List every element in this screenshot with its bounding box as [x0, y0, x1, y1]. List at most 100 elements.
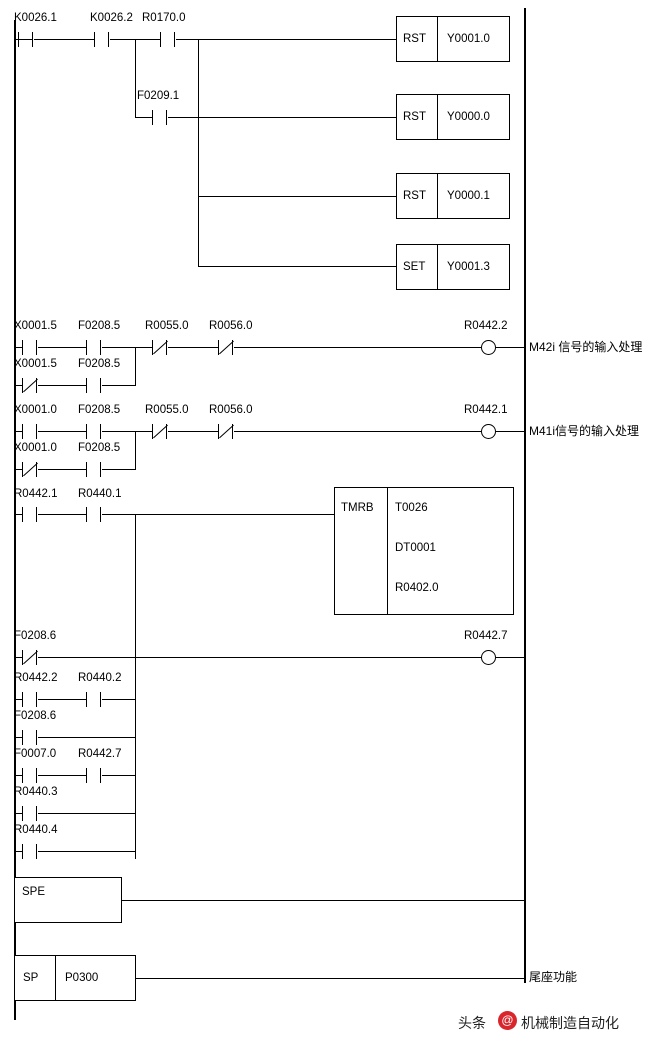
coil-r0442-7[interactable]: [481, 650, 496, 665]
instruction-box-rst-y0000-1[interactable]: RST Y0000.1: [396, 173, 510, 219]
contact-label-f0208-6-a: F0208.6: [14, 630, 57, 642]
function-block-param-r0402-0: R0402.0: [395, 582, 439, 594]
rung1-wire-to-rst3: [198, 196, 396, 197]
instruction-box-rst-y0001-0[interactable]: RST Y0001.0: [396, 16, 510, 62]
contact-label-r0440-3: R0440.3: [14, 786, 58, 798]
contact-f0208-5-b: [86, 378, 102, 393]
rung5-branch1-wire-a: [14, 699, 22, 700]
rung5-branch4-wire-a: [14, 813, 22, 814]
contact-r0056-0-b: [218, 424, 234, 439]
instruction-operand-p0300: P0300: [65, 972, 99, 984]
coil-r0442-2[interactable]: [481, 340, 496, 355]
coil-r0442-1[interactable]: [481, 424, 496, 439]
contact-f0208-6-b: [22, 730, 38, 745]
rung3-wire-e: [234, 431, 481, 432]
contact-f0007-0: [22, 768, 38, 783]
rung1-wire-b: [34, 39, 94, 40]
instruction-box-spe[interactable]: SPE: [14, 877, 122, 923]
contact-label-r0056-0-a: R0056.0: [209, 320, 253, 332]
contact-label-k0026-1: K0026.1: [14, 12, 57, 24]
watermark-brand: 头条: [458, 1015, 486, 1031]
rung2-branch-wire-b: [38, 385, 86, 386]
instruction-op-spe: SPE: [22, 886, 46, 898]
rung3-branch-left-v: [14, 431, 15, 470]
rung4-wire-c: [102, 514, 334, 515]
contact-x0001-5-b: [22, 378, 38, 393]
contact-label-x0001-0-a: X0001.0: [14, 404, 57, 416]
rung5-wire-c: [496, 657, 524, 658]
instruction-box-rst-y0000-0[interactable]: RST Y0000.0: [396, 94, 510, 140]
right-power-rail: [524, 8, 526, 983]
rung5-wire-b: [38, 657, 481, 658]
contact-label-f0208-5-b: F0208.5: [78, 358, 121, 370]
rung5-left-feed: [14, 514, 15, 859]
watermark-source: 机械制造自动化: [521, 1015, 619, 1031]
rung2-wire-e: [234, 347, 481, 348]
rung1-wire-to-set: [198, 266, 396, 267]
instruction-operand-y0000-0: Y0000.0: [447, 111, 490, 123]
instruction-operand-y0000-1: Y0000.1: [447, 190, 490, 202]
instruction-op-set: SET: [403, 261, 426, 273]
rung4-wire-b: [38, 514, 86, 515]
rung3-wire-f: [496, 431, 524, 432]
rung5-branch2-wire-b: [38, 737, 136, 738]
instruction-box-set-y0001-3[interactable]: SET Y0001.3: [396, 244, 510, 290]
contact-label-x0001-5-b: X0001.5: [14, 358, 57, 370]
contact-r0440-3: [22, 806, 38, 821]
contact-label-r0442-2: R0442.2: [14, 672, 58, 684]
rung2-wire-a: [14, 347, 22, 348]
rung5-branch3-wire-c: [102, 775, 136, 776]
rung6-wire: [122, 900, 524, 901]
rung1-wire-d: [176, 39, 396, 40]
rung1-branch-wire-b: [168, 117, 396, 118]
contact-r0442-7: [86, 768, 102, 783]
function-block-param-t0026: T0026: [395, 502, 428, 514]
contact-label-r0440-1: R0440.1: [78, 488, 122, 500]
instruction-op-rst-2: RST: [403, 111, 426, 123]
contact-label-x0001-5-a: X0001.5: [14, 320, 57, 332]
contact-label-r0440-2: R0440.2: [78, 672, 122, 684]
rung3-wire-d: [168, 431, 218, 432]
contact-label-r0055-0-a: R0055.0: [145, 320, 189, 332]
coil-label-r0442-1: R0442.1: [464, 404, 508, 416]
contact-r0055-0-b: [152, 424, 168, 439]
rung5-branch5-wire-b: [38, 851, 136, 852]
contact-k0026-1: [18, 32, 34, 47]
rung4-wire-a: [14, 514, 22, 515]
rung2-branch-wire-a: [14, 385, 22, 386]
rung3-branch-right-v: [135, 431, 136, 470]
instruction-op-rst-3: RST: [403, 190, 426, 202]
contact-label-f0208-5-d: F0208.5: [78, 442, 121, 454]
contact-label-r0056-0-b: R0056.0: [209, 404, 253, 416]
footer-watermark: 头条 @ 机械制造自动化: [0, 1005, 650, 1049]
function-block-tmrb[interactable]: TMRB T0026 DT0001 R0402.0: [334, 487, 514, 615]
contact-label-f0007-0: F0007.0: [14, 748, 57, 760]
instruction-box-sp-p0300[interactable]: SP P0300: [14, 955, 136, 1001]
contact-r0442-2: [22, 692, 38, 707]
rung5-branch3-wire-b: [38, 775, 86, 776]
function-block-name-tmrb: TMRB: [341, 502, 374, 514]
instruction-op-sp: SP: [23, 972, 39, 984]
rung5-branch1-wire-c: [102, 699, 136, 700]
contact-label-k0026-2: K0026.2: [90, 12, 133, 24]
contact-r0170-0: [160, 32, 176, 47]
left-power-rail: [14, 20, 16, 1020]
rung5-branch-bus: [135, 514, 136, 859]
contact-f0208-5-d: [86, 462, 102, 477]
comment-m41i: M41i信号的输入处理: [529, 424, 640, 438]
coil-label-r0442-2: R0442.2: [464, 320, 508, 332]
rung1-branch-wire-a: [135, 117, 152, 118]
rung2-branch-left-v: [14, 347, 15, 386]
watermark-badge-icon: @: [498, 1011, 517, 1030]
contact-label-x0001-0-b: X0001.0: [14, 442, 57, 454]
contact-label-f0208-5-a: F0208.5: [78, 320, 121, 332]
instruction-operand-y0001-0: Y0001.0: [447, 33, 490, 45]
contact-r0440-4: [22, 844, 38, 859]
contact-f0208-5-a: [86, 340, 102, 355]
instruction-op-rst-1: RST: [403, 33, 426, 45]
rung5-wire-a: [14, 657, 22, 658]
rung1-branch-vertical: [135, 39, 136, 117]
rung2-wire-c: [102, 347, 152, 348]
contact-r0440-1: [86, 507, 102, 522]
rung2-branch-right-v: [135, 347, 136, 386]
